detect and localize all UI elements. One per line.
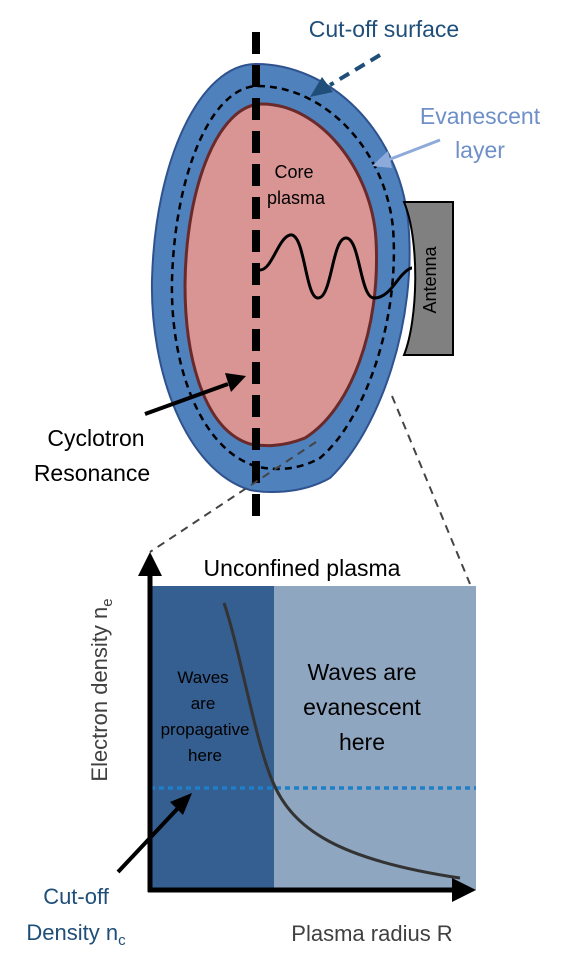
cutoff-density-label-main: Density n: [26, 920, 118, 945]
cutoff-density-arrow: [116, 804, 182, 874]
evanescent-region-label-2: evanescent: [303, 694, 421, 720]
zoom-line-right: [391, 395, 471, 585]
evanescent-label-line2: layer: [455, 137, 505, 163]
evanescent-label-line1: Evanescent: [420, 103, 541, 129]
core-plasma-label-line2: plasma: [267, 188, 326, 208]
evanescent-arrowhead: [372, 151, 392, 168]
propagative-label-4: here: [188, 746, 222, 765]
evanescent-region-label-1: Waves are: [307, 659, 416, 685]
cutoff-density-label-sub: c: [118, 932, 126, 949]
core-plasma: [183, 102, 379, 448]
cutoff-surface-arrow: [328, 53, 382, 87]
y-axis-label-sub: e: [99, 598, 116, 606]
cutoff-surface-arrowhead: [310, 77, 333, 97]
core-plasma-label-line1: Core: [274, 162, 313, 182]
wave-line: [259, 233, 413, 300]
cutoff-surface: [170, 84, 396, 471]
cyclotron-label-line1: Cyclotron: [47, 425, 144, 451]
antenna-label: Antenna: [420, 245, 440, 313]
propagative-label-3: propagative: [161, 720, 250, 739]
evanescent-region-label-3: here: [339, 729, 385, 755]
cutoff-density-arrowhead: [170, 793, 192, 815]
zoom-line-left: [149, 441, 317, 553]
propagative-label-2: are: [191, 694, 216, 713]
upper-annotations: Cut-off surface Evanescent layer Core pl…: [34, 16, 541, 585]
cyclotron-label-line2: Resonance: [34, 460, 150, 486]
plasma-cross-section: [150, 32, 454, 524]
y-axis-label-main: Electron density n: [87, 607, 112, 782]
density-profile: Unconfined plasma Waves are propagative …: [26, 552, 476, 949]
evanescent-region: [274, 586, 476, 890]
antenna-block: [402, 201, 454, 356]
y-axis-label: Electron density ne: [87, 598, 116, 781]
evanescent-arrow: [387, 138, 441, 162]
x-axis-arrowhead: [452, 878, 476, 902]
y-axis-arrowhead: [138, 552, 162, 576]
unconfined-plasma-label: Unconfined plasma: [204, 555, 401, 581]
propagative-region: [150, 586, 274, 890]
cutoff-density-label-2: Density nc: [26, 920, 126, 949]
propagative-label-1: Waves: [177, 668, 228, 687]
cutoff-density-label-1: Cut-off: [43, 884, 110, 909]
cyclotron-arrowhead: [225, 373, 246, 392]
x-axis-label: Plasma radius R: [291, 921, 452, 946]
cutoff-surface-label: Cut-off surface: [309, 16, 459, 42]
cyclotron-arrow: [144, 382, 229, 416]
density-curve: [222, 602, 461, 880]
